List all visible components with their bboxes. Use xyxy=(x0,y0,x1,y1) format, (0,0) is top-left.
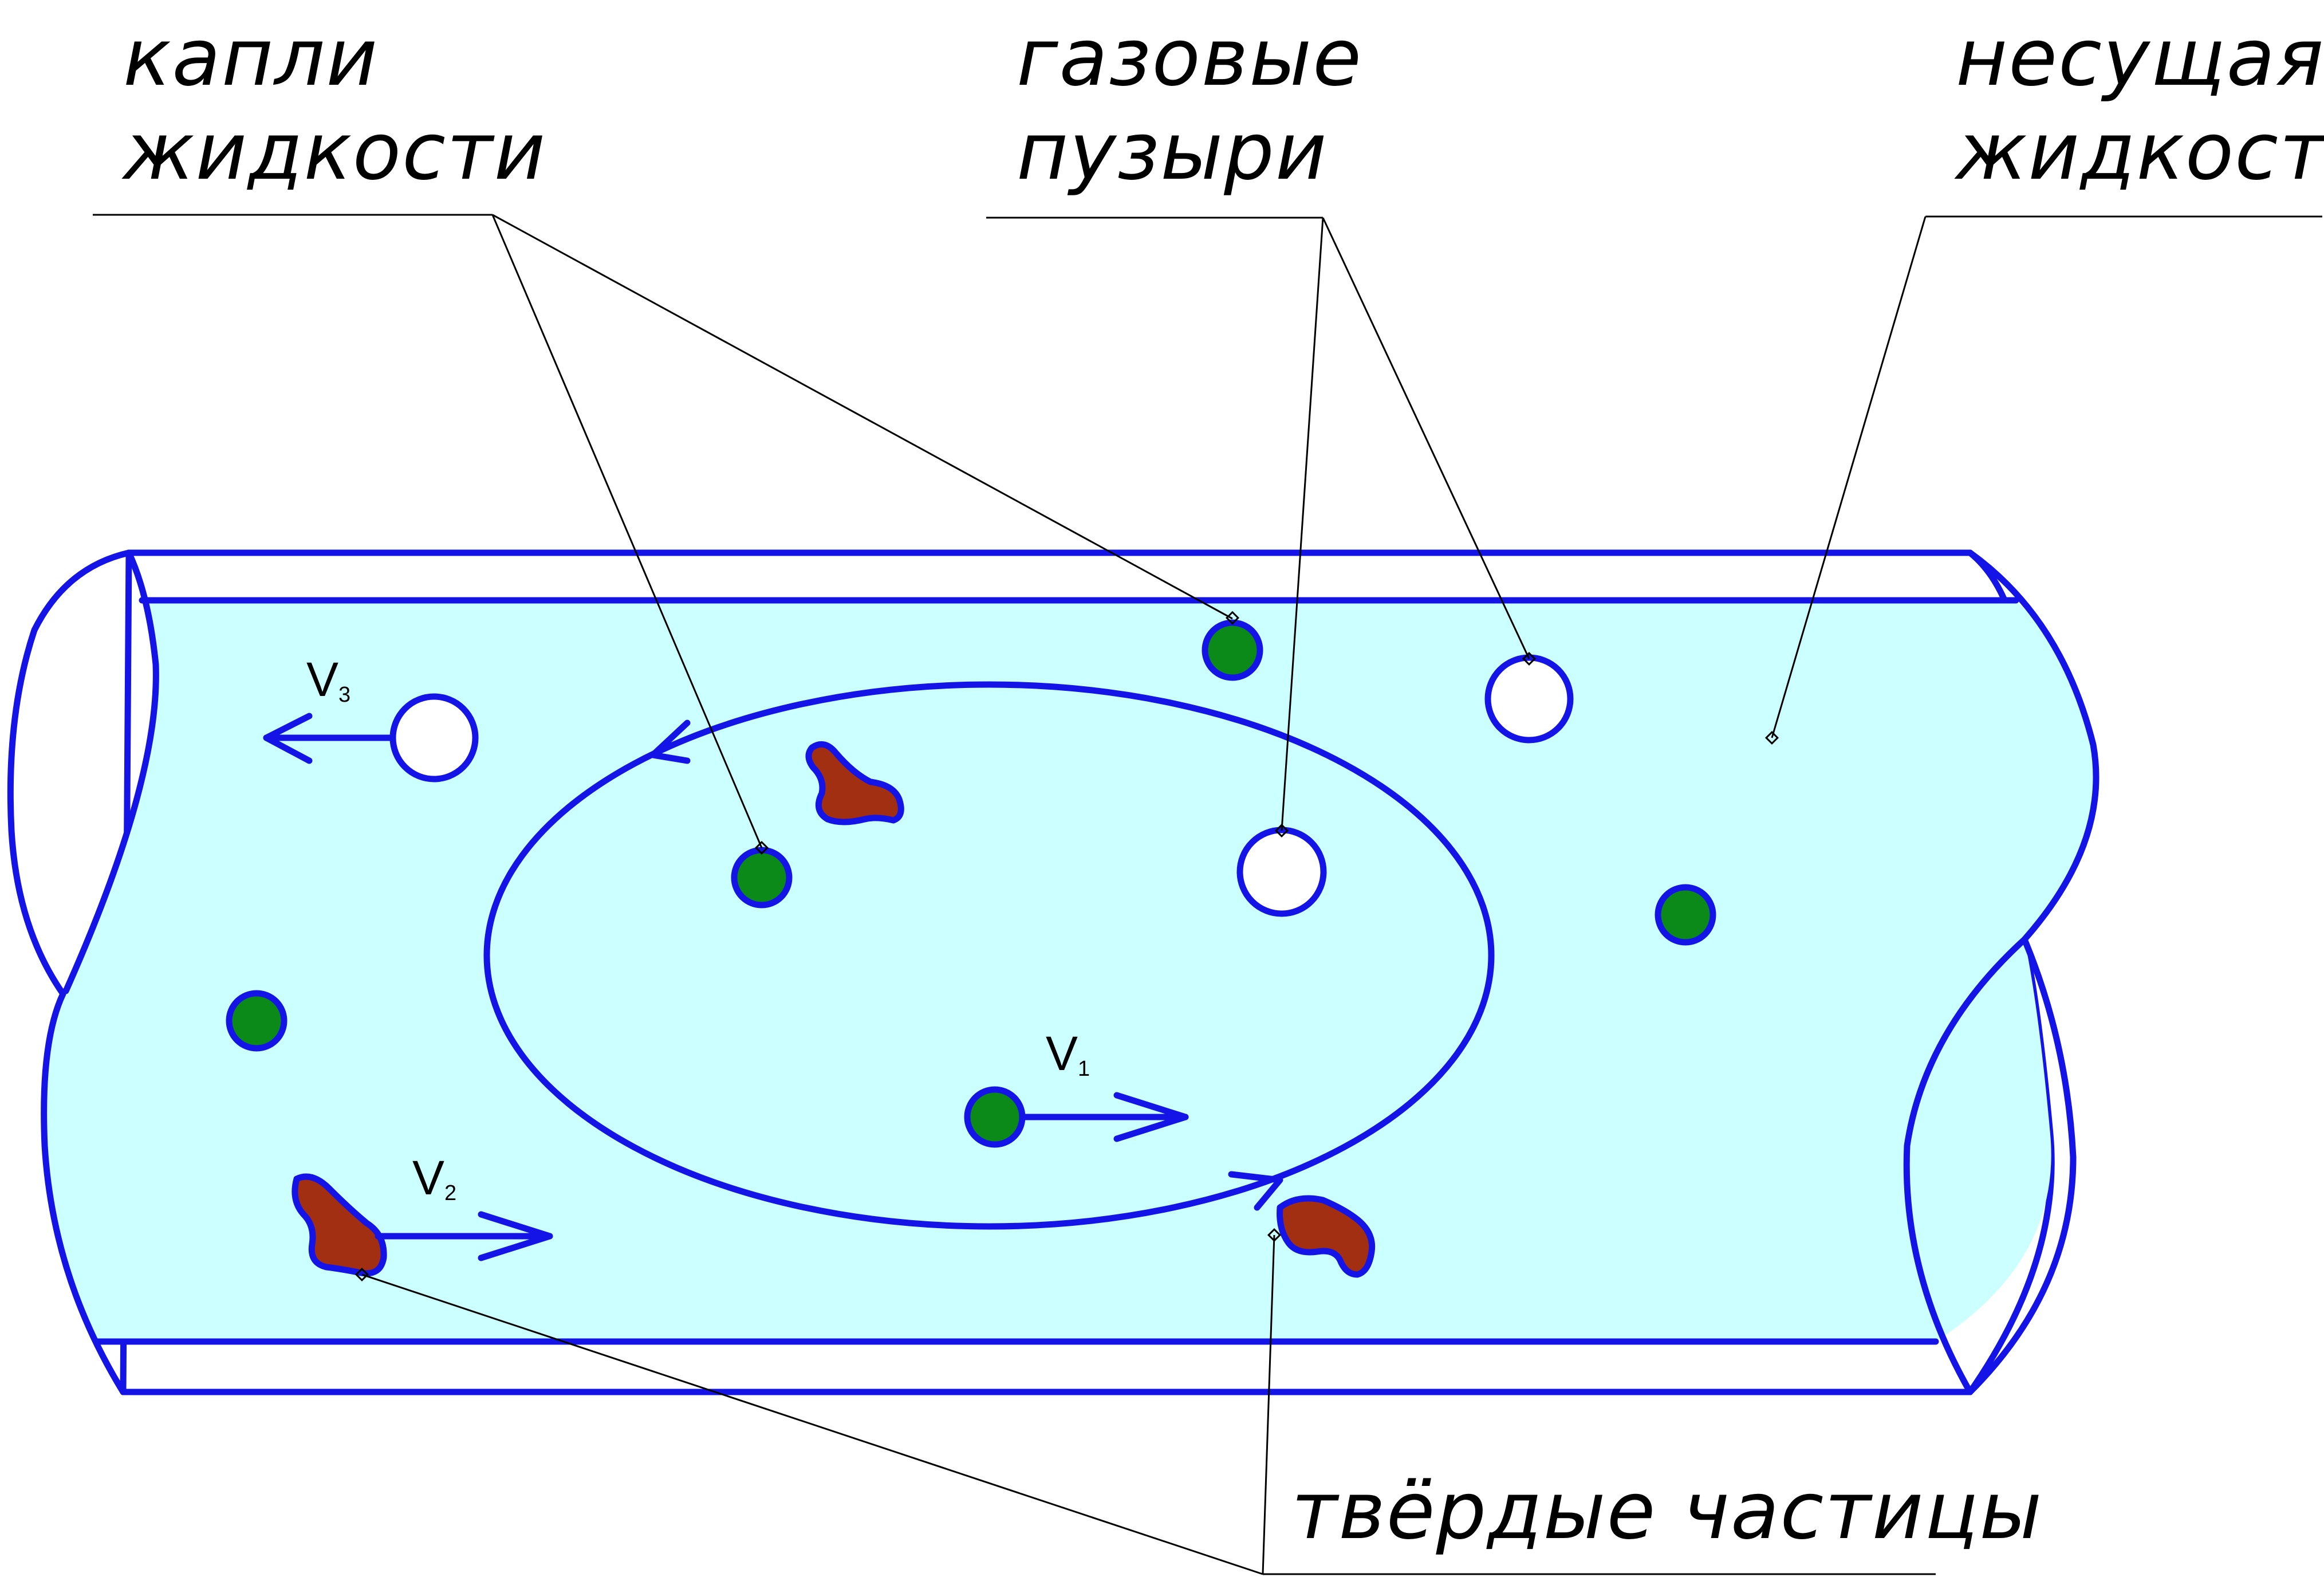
gas-bubble xyxy=(1236,827,1327,917)
velocity-label-v2: V2 xyxy=(412,1151,456,1205)
velocity-label-v1: V1 xyxy=(1046,1027,1090,1081)
solid-particle xyxy=(805,741,904,825)
pipe-left-cut-inner xyxy=(62,549,159,994)
label-drops-line2: жидкости xyxy=(121,105,546,198)
pipe-left-cut-edge xyxy=(7,549,132,1395)
carrier-liquid-region xyxy=(45,600,2094,1342)
leader-solids xyxy=(354,1228,1936,1575)
label-bubbles-line2: пузыри xyxy=(1017,105,1328,198)
vortex-arrowhead-bottom xyxy=(1228,1171,1283,1211)
liquid-drop xyxy=(731,847,793,909)
leader-bubbles xyxy=(986,217,1537,838)
velocity-arrow-v1 xyxy=(1019,1092,1189,1142)
solid-particle xyxy=(1277,1195,1376,1278)
leader-drops xyxy=(93,214,1240,855)
label-carrier-line2: жидкость xyxy=(1954,105,2324,198)
leader-carrier xyxy=(1764,215,2322,745)
liquid-drop xyxy=(964,1086,1026,1148)
pipe-right-cut-bulge xyxy=(1967,936,2077,1395)
label-drops-line1: капли xyxy=(123,11,379,104)
liquid-drop xyxy=(1202,619,1263,681)
label-carrier-line1: несущая xyxy=(1956,11,2324,104)
gas-bubble xyxy=(389,693,479,782)
label-solids: твёрдые частицы xyxy=(1291,1465,2043,1557)
solid-particle xyxy=(292,1173,387,1277)
liquid-drop xyxy=(226,990,287,1052)
velocity-arrow-v3 xyxy=(263,713,396,764)
vortex-arrowhead-top xyxy=(649,719,691,764)
vortex-ellipse xyxy=(483,681,1495,1230)
velocity-label-v3: V3 xyxy=(306,652,350,707)
gas-bubble xyxy=(1484,654,1574,744)
velocity-arrow-v2 xyxy=(375,1211,553,1261)
liquid-drop xyxy=(1655,884,1716,946)
label-bubbles-line1: газовые xyxy=(1017,11,1362,104)
